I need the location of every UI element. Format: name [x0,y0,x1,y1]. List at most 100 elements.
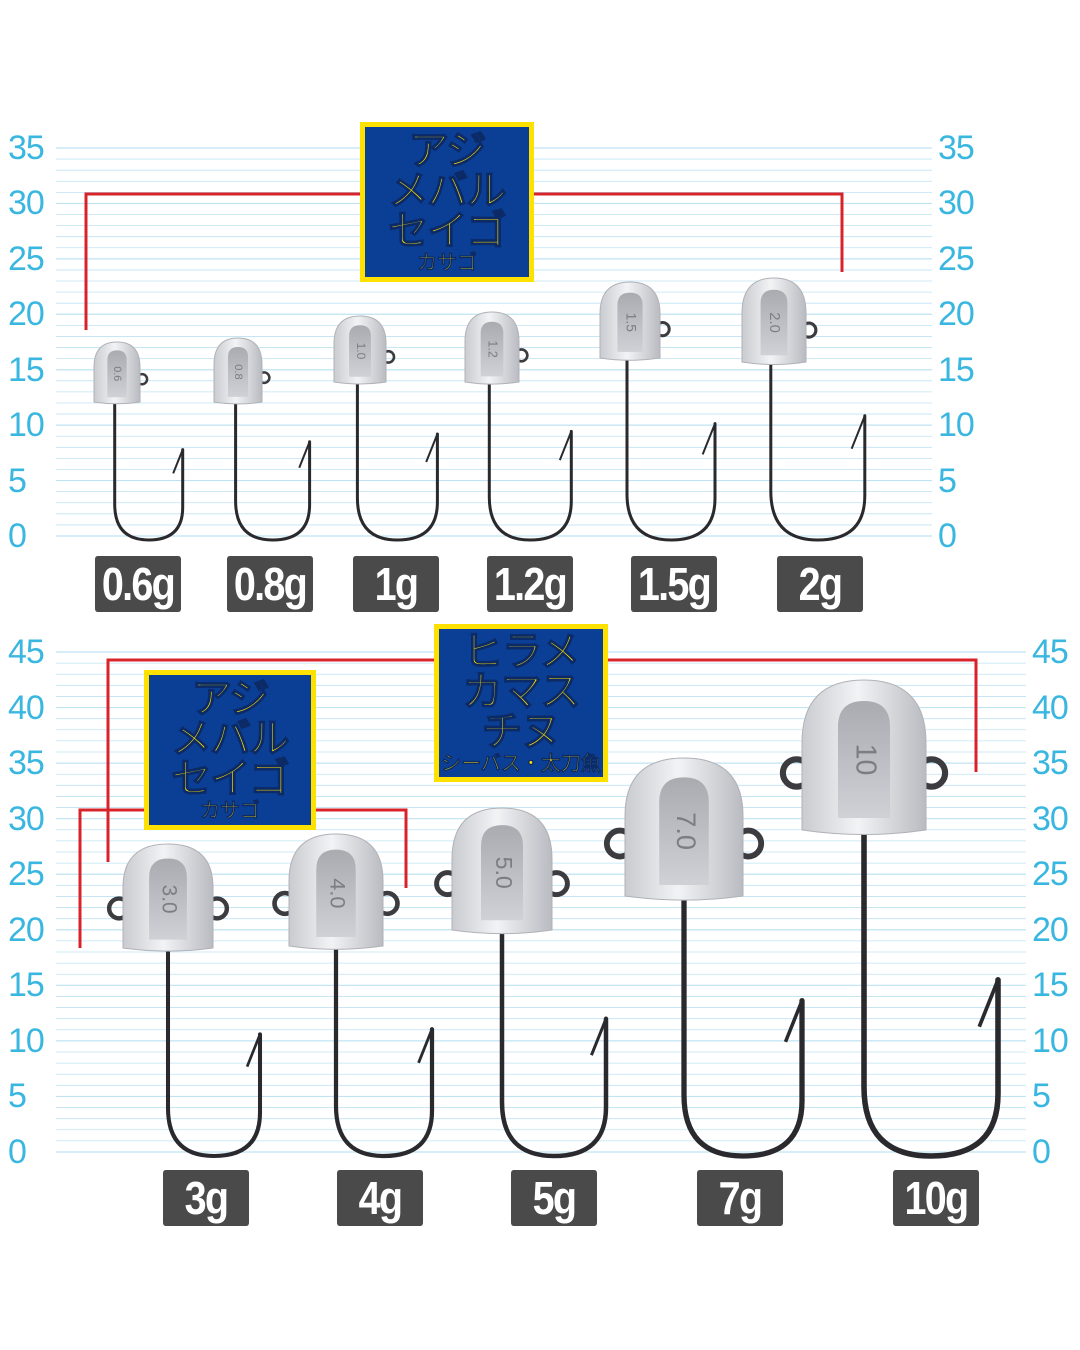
badge-fish-name: セイゴ [388,208,508,254]
weight-mark: 3.0 [158,885,181,914]
right-scale-tick: 20 [938,295,975,334]
left-scale-tick: 30 [8,184,45,223]
left-scale-tick: 0 [8,517,27,555]
right-scale-tick: 25 [938,239,975,278]
badge-fish-name: アジ [191,676,270,722]
right-scale-tick: 0 [938,517,957,555]
badge-sub-fish: カサゴ [200,798,261,822]
weight-mark: 2.0 [766,312,782,333]
hook [487,376,573,542]
badge-fish-name: メバル [171,716,291,762]
jighead: 10 [779,679,1001,1159]
left-scale-tick: 5 [8,461,27,500]
hook [333,939,435,1159]
hook [234,396,312,542]
weight-panel [659,777,709,885]
hook [165,941,263,1159]
badge-sub-fish: カサゴ [417,250,478,274]
left-scale-tick: 45 [8,633,45,671]
weight-label: 5g [511,1170,597,1226]
left-scale-tick: 35 [8,744,45,783]
hook-barb [558,431,573,461]
hook [861,823,1001,1159]
weight-label: 0.6g [95,556,181,612]
target-fish-badge: ヒラメカマスチヌシーバス・太刀魚 [434,624,608,782]
right-scale-tick: 10 [938,406,975,445]
weight-label: 1g [353,556,439,612]
right-scale-tick: 15 [938,350,975,389]
right-scale-tick: 45 [1032,633,1069,671]
badge-sub-fish: シーバス・太刀魚 [441,751,601,775]
right-scale-tick: 30 [1032,799,1069,838]
hook [625,352,717,542]
hook [769,356,867,542]
weight-mark: 10 [849,744,881,776]
badge-fish-name: ヒラメ [462,629,580,675]
jighead: 1.5 [599,281,717,542]
left-scale-tick: 35 [8,129,45,167]
right-scale-tick: 10 [1032,1021,1069,1060]
weight-label: 0.8g [227,556,313,612]
right-scale-tick: 40 [1032,688,1069,727]
right-scale-tick: 30 [938,184,975,223]
weight-mark: 1.5 [623,313,639,333]
left-scale-tick: 25 [8,855,45,894]
right-scale-tick: 20 [1032,910,1069,949]
weight-panel [617,292,643,352]
right-scale-tick: 35 [938,129,975,167]
right-scale-tick: 5 [1032,1077,1051,1116]
weight-panel [107,350,127,398]
jighead: 3.0 [106,843,263,1159]
weight-mark: 7.0 [671,812,702,850]
right-scale-tick: 35 [1032,744,1069,783]
weight-panel [480,321,504,377]
badge-fish-name: メバル [388,168,508,214]
weight-mark: 0.6 [111,366,123,381]
target-fish-badge: アジメバルセイゴカサゴ [360,122,534,282]
hook-barb [701,423,716,455]
weight-mark: 1.2 [486,340,500,357]
weight-mark: 1.0 [354,343,368,360]
right-scale-tick: 15 [1032,966,1069,1005]
hook-barb [298,441,311,469]
left-scale-tick: 10 [8,1021,45,1060]
jighead: 5.0 [434,807,609,1159]
hook [355,376,439,542]
hook-barb [425,433,439,463]
hook-barb [850,415,866,450]
badge-fish-name: アジ [408,128,487,174]
weight-panel [760,289,788,356]
left-scale-tick: 20 [8,910,45,949]
badge-fish-name: セイゴ [171,756,291,802]
jighead: 4.0 [272,833,435,1159]
hook [681,889,805,1159]
hook-barb [590,1018,608,1056]
weight-mark: 0.8 [232,364,244,379]
weight-mark: 5.0 [491,857,517,889]
hook-barb [172,449,184,474]
weight-label: 2g [777,556,863,612]
weight-panel [481,825,523,921]
weight-label: 1.5g [631,556,717,612]
weight-label: 4g [337,1170,423,1226]
hook-barb [783,999,804,1043]
weight-mark: 4.0 [325,878,350,908]
jighead: 1.0 [333,315,439,542]
left-scale-tick: 15 [8,350,45,389]
jighead: 1.2 [464,311,573,542]
jighead: 0.8 [213,337,312,542]
left-scale-tick: 40 [8,688,45,727]
weight-panel [349,325,371,377]
weight-label: 1.2g [487,556,573,612]
right-scale-tick: 0 [1032,1133,1051,1171]
right-scale-tick: 5 [938,461,957,500]
weight-label: 3g [163,1170,249,1226]
weight-panel [149,858,187,940]
hook-barb [417,1028,434,1064]
left-scale-tick: 25 [8,239,45,278]
weight-panel [227,346,249,397]
weight-panel [837,701,891,818]
left-scale-tick: 0 [8,1133,27,1171]
weight-label: 7g [697,1170,783,1226]
